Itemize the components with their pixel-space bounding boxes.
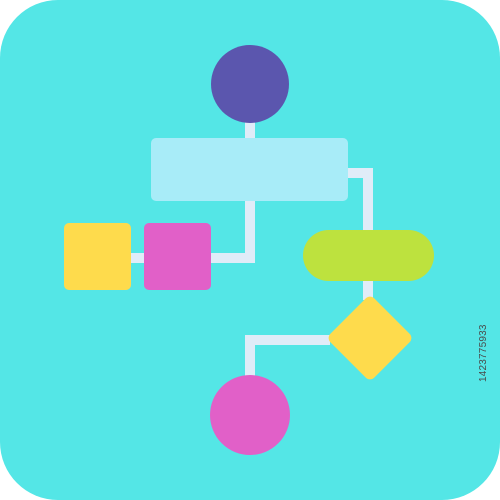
start-circle <box>211 45 289 123</box>
end-circle <box>210 375 290 455</box>
process-box <box>151 138 348 201</box>
decision-diamond <box>328 296 412 380</box>
connector-diamond-to-end <box>245 335 330 378</box>
green-pill <box>303 230 434 281</box>
pink-square <box>144 223 211 290</box>
watermark-id: 1423775933 <box>478 324 489 382</box>
connector-process-to-pill <box>346 168 373 232</box>
connector-lines <box>130 118 373 378</box>
yellow-square <box>64 223 131 290</box>
connector-process-to-squares <box>208 200 255 263</box>
